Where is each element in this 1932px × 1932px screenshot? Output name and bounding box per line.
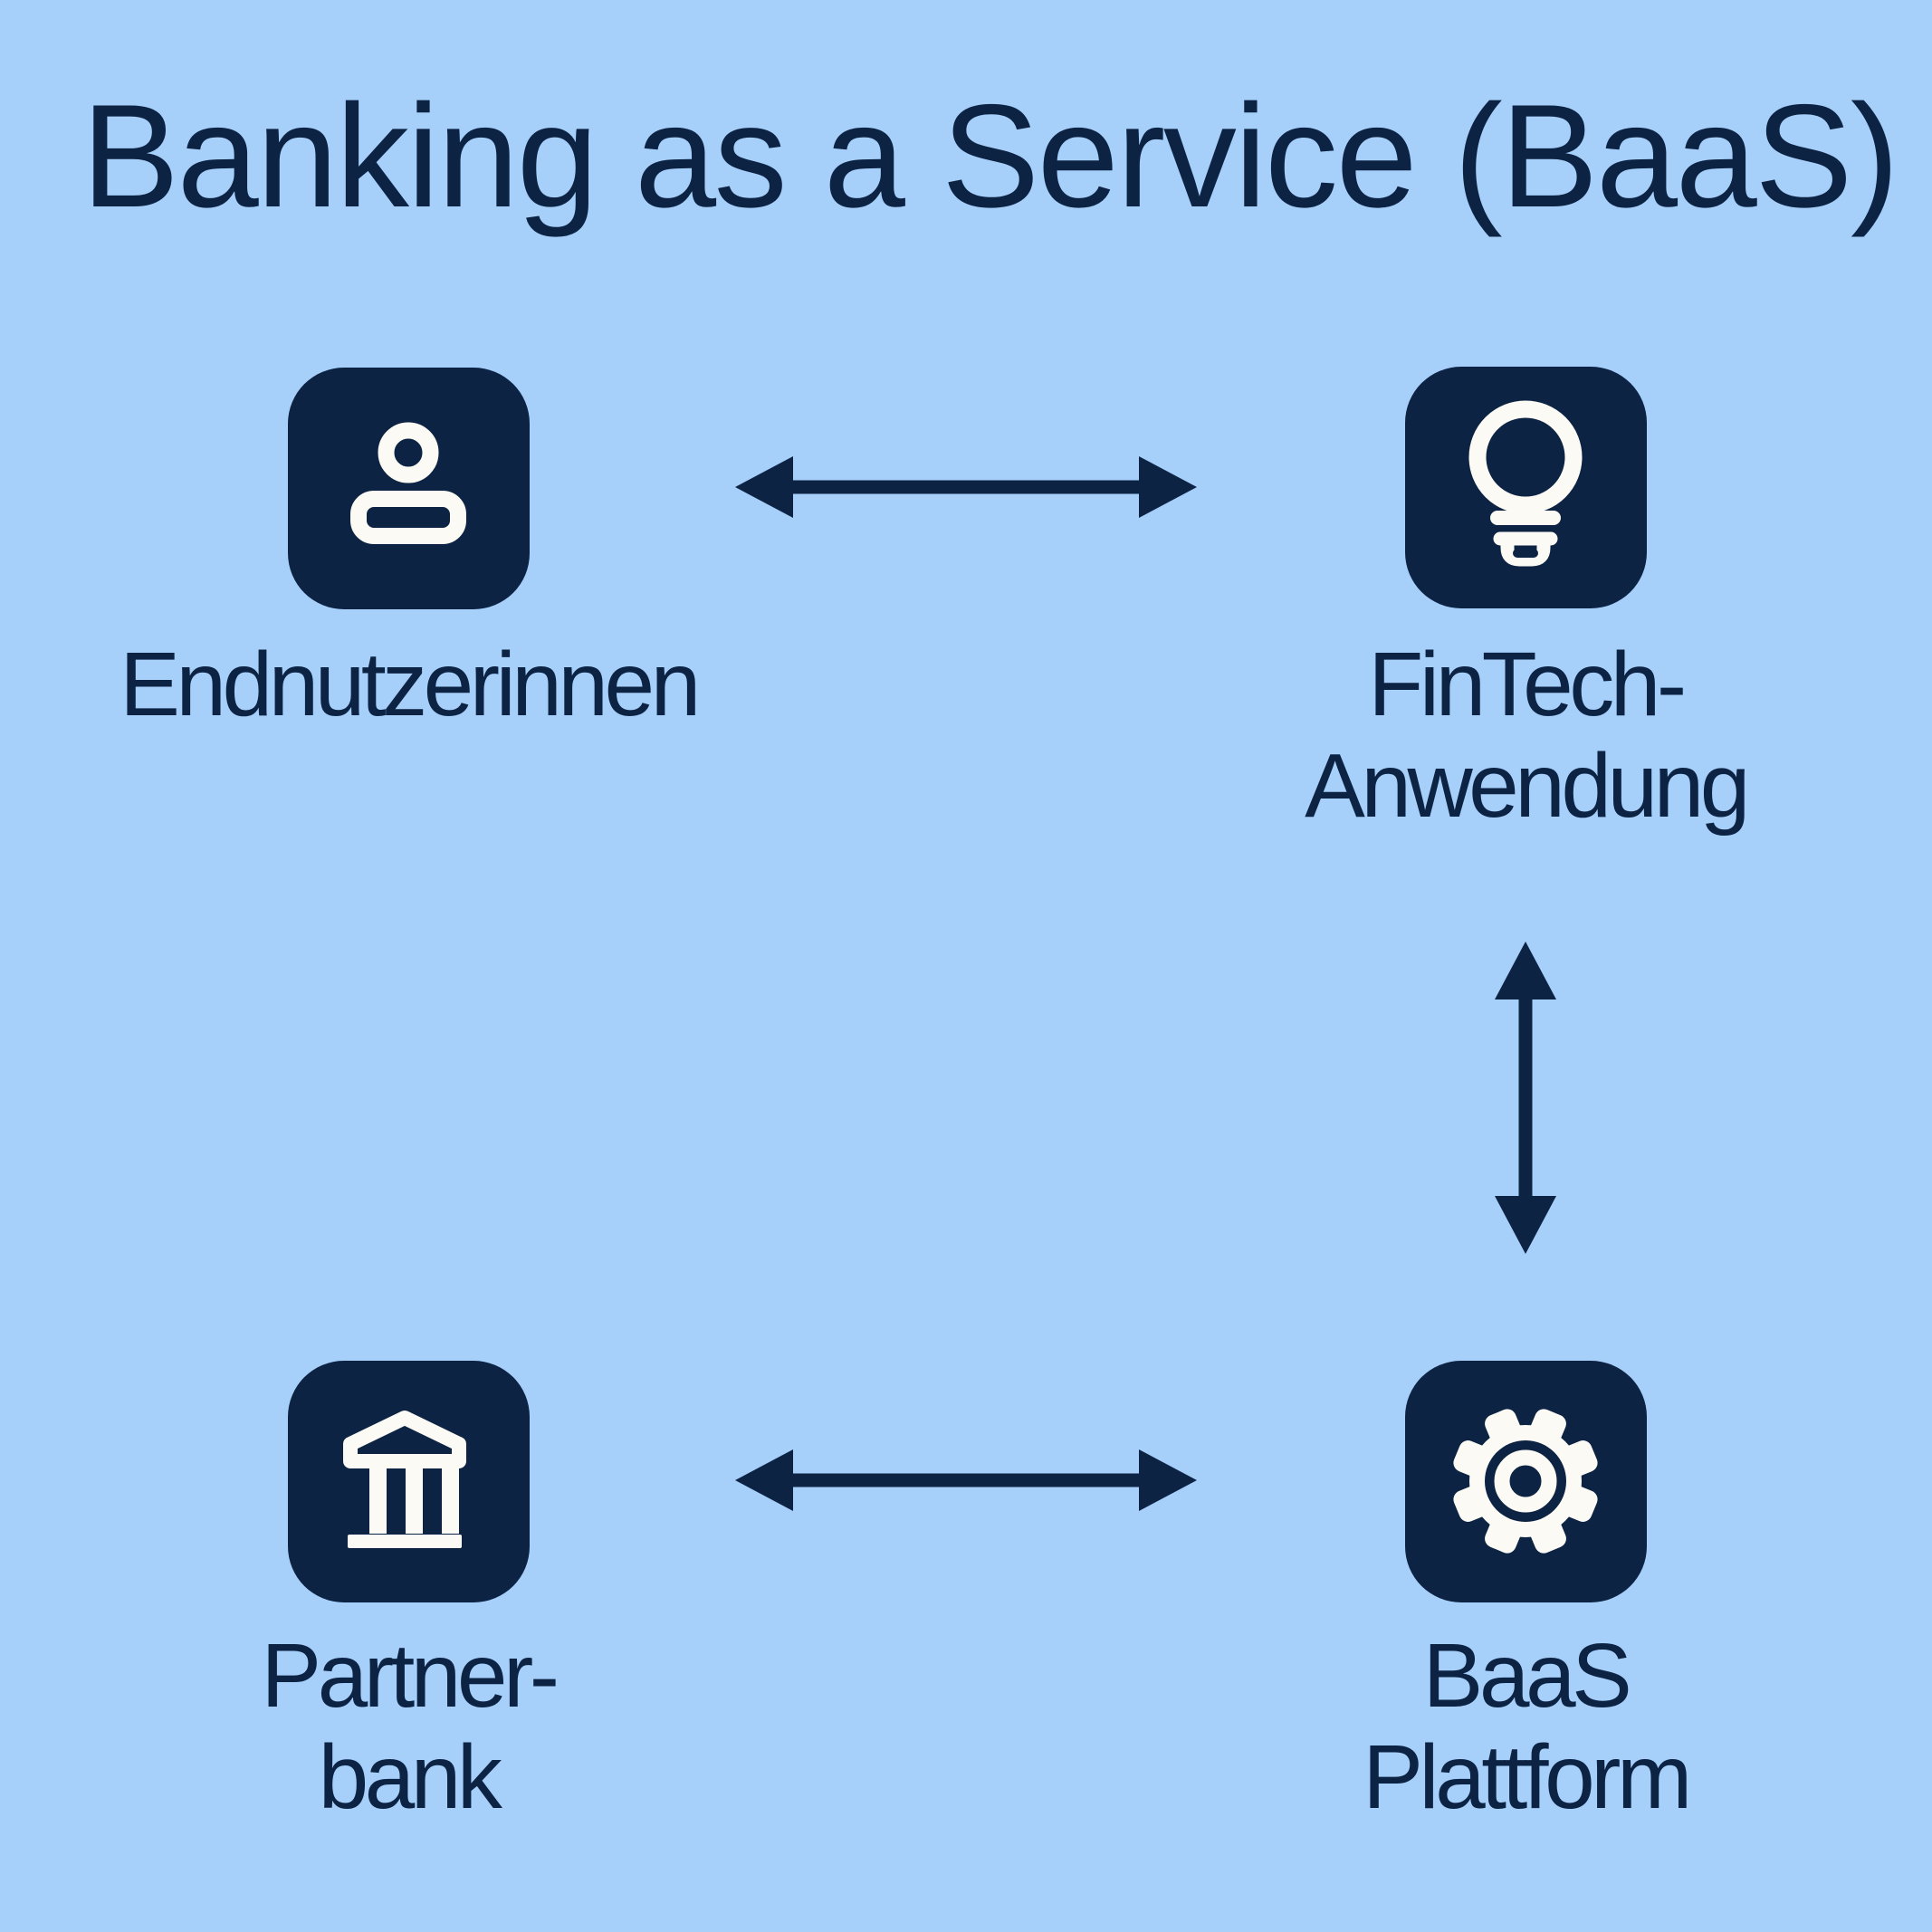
lightbulb-icon (1405, 367, 1647, 608)
arrow-endusers-fintech (735, 454, 1197, 524)
node-partnerbank (288, 1361, 530, 1602)
bank-icon (288, 1361, 530, 1602)
label-text-line1: FinTech- (1368, 634, 1687, 735)
arrow-fintech-baas (1493, 942, 1558, 1258)
person-icon (288, 368, 530, 609)
label-text: Endnutzerinnen (120, 634, 701, 735)
node-endusers (288, 368, 530, 609)
node-label-fintech: FinTech- Anwendung (1163, 634, 1888, 837)
node-label-baas: BaaS Plattform (1163, 1625, 1888, 1828)
label-text-line2: Plattform (1363, 1726, 1692, 1828)
page-title: Banking as a Service (BaaS) (81, 74, 1899, 238)
label-text-line1: Partner- (261, 1625, 560, 1726)
gear-icon (1405, 1361, 1647, 1602)
node-label-endusers: Endnutzerinnen (46, 634, 770, 735)
label-text-line1: BaaS (1422, 1625, 1632, 1726)
label-text-line2: Anwendung (1305, 735, 1750, 837)
node-label-partnerbank: Partner- bank (46, 1625, 770, 1828)
node-fintech (1405, 367, 1647, 608)
node-baas (1405, 1361, 1647, 1602)
label-text-line2: bank (318, 1726, 502, 1828)
arrow-partnerbank-baas (735, 1448, 1197, 1517)
